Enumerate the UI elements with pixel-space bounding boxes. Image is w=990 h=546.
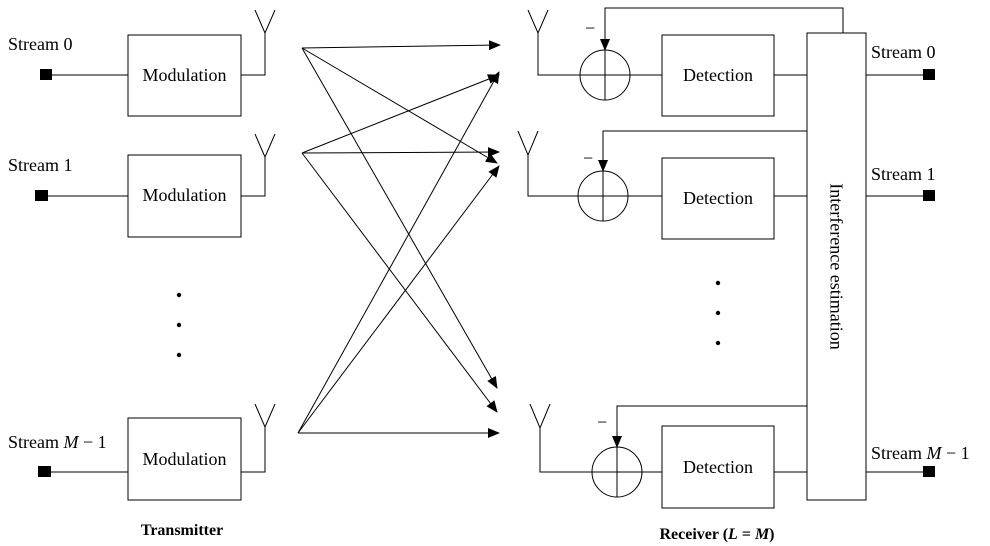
- tx-modulation-label-m1: Modulation: [143, 449, 227, 469]
- rx-antenna-feed-1: [527, 155, 578, 197]
- rx-antenna-icon-0: [527, 9, 549, 35]
- rx-minus-sign-1: −: [583, 148, 593, 168]
- receiver-caption: Receiver (L = M): [659, 526, 774, 543]
- rx-summing-junction-1: [577, 170, 629, 222]
- channel-paths: [297, 40, 501, 438]
- interference-estimation-block: [806, 32, 867, 501]
- tx-modulation-label-0: Modulation: [143, 65, 227, 85]
- channel-arrow-2-0: [297, 71, 500, 434]
- rx-antenna-icon-1: [517, 130, 539, 157]
- rx-ellipsis-dot: [715, 280, 721, 286]
- rx-minus-sign-m1: −: [597, 412, 607, 432]
- rx-stream-m1-label: Stream M − 1: [871, 443, 970, 463]
- rx-detection-block-m1: [661, 425, 775, 509]
- tx-antenna-feed-0: [241, 33, 266, 76]
- channel-arrow-1-1: [301, 147, 500, 158]
- rx-feedback-arrow-0: [600, 7, 844, 51]
- tx-antenna-icon-0: [254, 9, 276, 35]
- channel-arrow-2-1: [297, 165, 500, 434]
- channel-arrow-0-2: [301, 47, 498, 389]
- rx-antenna-feed-m1: [539, 428, 592, 473]
- rx-stream-0-output-terminal: [923, 69, 935, 80]
- channel-arrow-1-2: [301, 152, 498, 413]
- tx-ellipsis-dot: [176, 292, 182, 298]
- rx-detection-label-0: Detection: [683, 65, 753, 85]
- tx-ellipsis-dot: [176, 352, 182, 358]
- tx-modulation-block-1: [127, 154, 242, 238]
- rx-detection-block-1: [661, 157, 775, 240]
- tx-antenna-feed-1: [241, 157, 266, 197]
- channel-arrow-0-0: [301, 40, 501, 51]
- tx-stream-m1-label: Stream M − 1: [8, 432, 107, 452]
- rx-stream-1-output-terminal: [923, 190, 935, 201]
- channel-arrow-1-0: [301, 74, 500, 154]
- rx-detection-label-1: Detection: [683, 188, 753, 208]
- rx-summing-junction-0: [579, 49, 631, 101]
- receiver-section: Interference estimation Detection − Stre…: [517, 7, 970, 543]
- tx-antenna-icon-m1: [254, 403, 276, 429]
- rx-ellipsis-dot: [715, 340, 721, 346]
- tx-stream-m1-input-terminal: [38, 466, 51, 477]
- rx-antenna-feed-0: [537, 33, 580, 76]
- rx-stream-1-label: Stream 1: [871, 164, 936, 184]
- rx-stream-0-label: Stream 0: [871, 42, 936, 62]
- transmitter-section: Stream 0 Modulation Stream 1 Modulation …: [8, 9, 276, 539]
- rx-antenna-icon-m1: [529, 403, 551, 430]
- rx-feedback-arrow-m1: [612, 405, 807, 448]
- tx-stream-1-label: Stream 1: [8, 155, 73, 175]
- channel-arrow-0-1: [301, 47, 498, 164]
- tx-modulation-label-1: Modulation: [143, 185, 227, 205]
- tx-stream-0-label: Stream 0: [8, 34, 73, 54]
- tx-stream-1-input-terminal: [35, 190, 48, 201]
- rx-feedback-arrow-1: [598, 130, 807, 172]
- tx-modulation-block-m1: [127, 417, 242, 501]
- tx-antenna-icon-1: [254, 133, 276, 159]
- tx-stream-0-input-terminal: [40, 69, 52, 80]
- rx-detection-block-0: [661, 34, 775, 117]
- rx-ellipsis-dot: [715, 310, 721, 316]
- tx-antenna-feed-m1: [241, 427, 266, 473]
- tx-ellipsis-dot: [176, 322, 182, 328]
- rx-minus-sign-0: −: [585, 18, 595, 38]
- rx-stream-m1-output-terminal: [923, 466, 935, 477]
- interference-estimation-label: Interference estimation: [827, 183, 847, 349]
- rx-summing-junction-m1: [591, 446, 643, 498]
- tx-modulation-block-0: [127, 34, 242, 117]
- rx-detection-label-m1: Detection: [683, 457, 753, 477]
- transmitter-caption: Transmitter: [141, 522, 223, 539]
